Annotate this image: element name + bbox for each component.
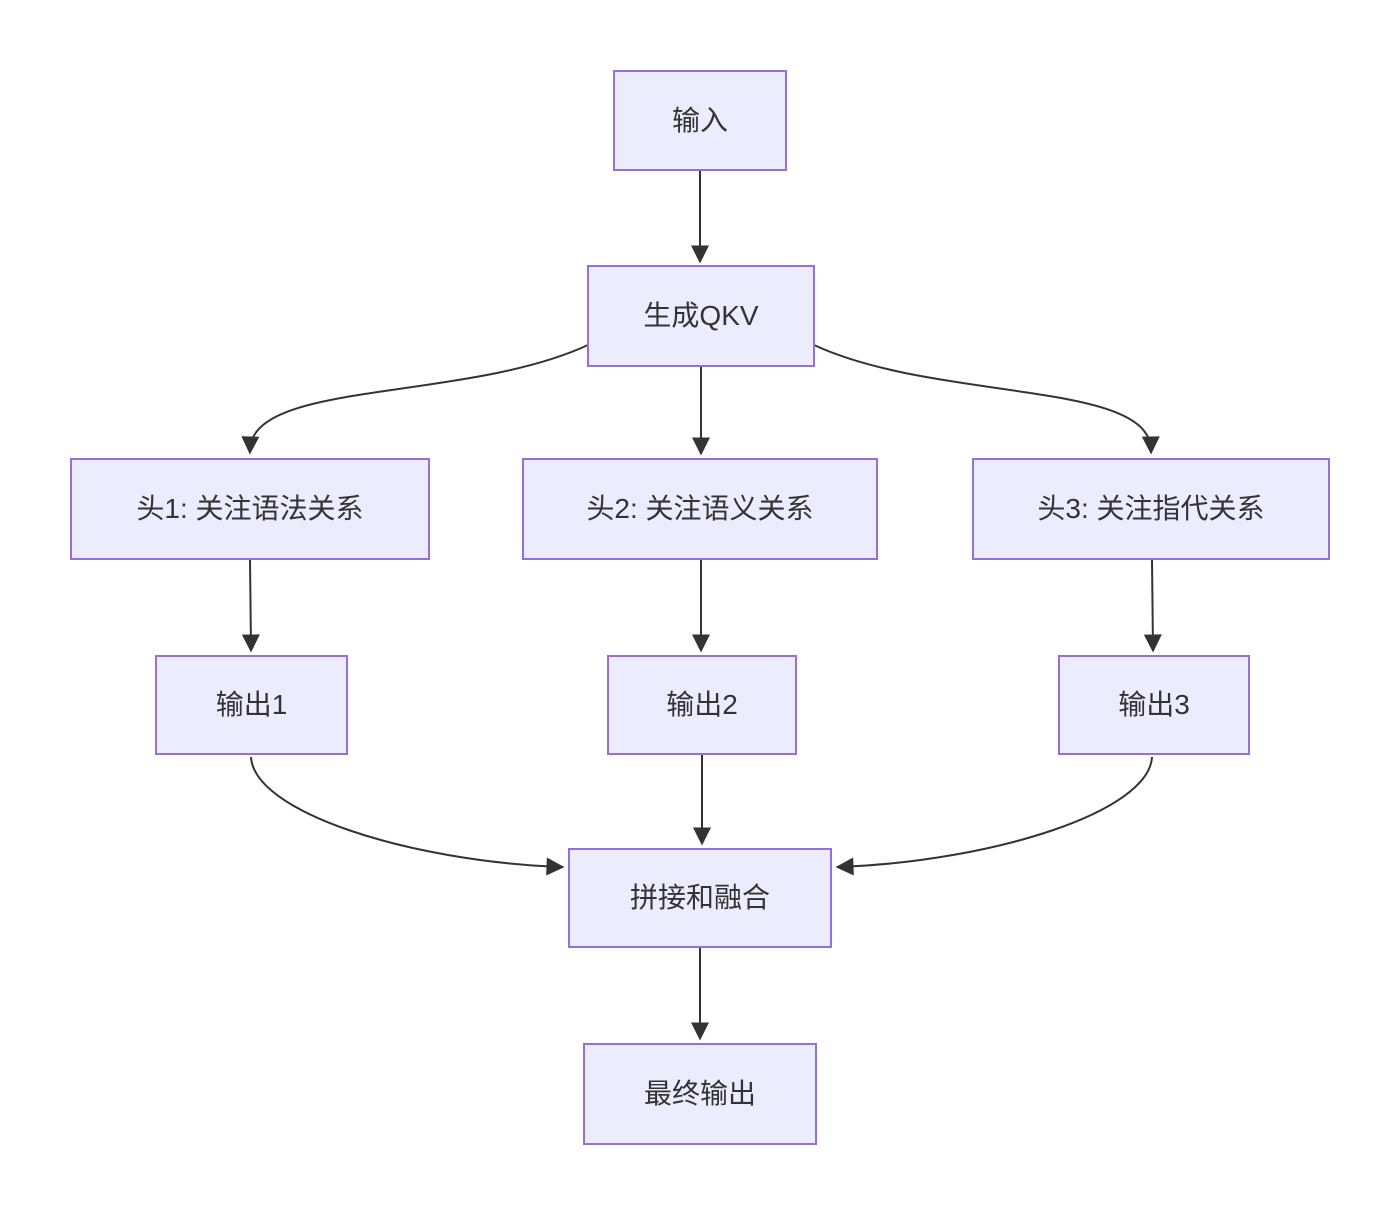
node-generate-qkv: 生成QKV (587, 265, 815, 367)
node-concat-fuse-label: 拼接和融合 (629, 882, 770, 914)
edge-qkv-to-head3 (813, 344, 1160, 455)
node-generate-qkv-label: 生成QKV (643, 300, 759, 332)
edge-head1-to-out1 (241, 559, 260, 653)
node-output2: 输出2 (607, 655, 797, 755)
edge-out3-to-concat (835, 756, 1153, 876)
node-head3-coreference: 头3: 关注指代关系 (972, 458, 1330, 560)
node-input-label: 输入 (671, 104, 728, 136)
node-head1-syntax: 头1: 关注语法关系 (70, 458, 430, 560)
node-output3: 输出3 (1058, 655, 1250, 755)
edge-out1-to-concat (250, 756, 565, 876)
node-final-output: 最终输出 (583, 1043, 817, 1145)
node-head1-label: 头1: 关注语法关系 (136, 493, 364, 525)
node-final-output-label: 最终输出 (643, 1078, 756, 1110)
node-output2-label: 输出2 (666, 689, 738, 721)
node-head3-label: 头3: 关注指代关系 (1037, 493, 1265, 525)
edge-head3-to-out3 (1143, 559, 1162, 653)
node-head2-label: 头2: 关注语义关系 (586, 493, 814, 525)
node-head2-semantics: 头2: 关注语义关系 (522, 458, 878, 560)
edge-qkv-to-head1 (241, 344, 589, 455)
node-output1-label: 输出1 (215, 689, 288, 721)
node-output1: 输出1 (155, 655, 348, 755)
node-input: 输入 (613, 70, 787, 171)
node-concat-fuse: 拼接和融合 (568, 848, 832, 948)
node-output3-label: 输出3 (1118, 689, 1190, 721)
